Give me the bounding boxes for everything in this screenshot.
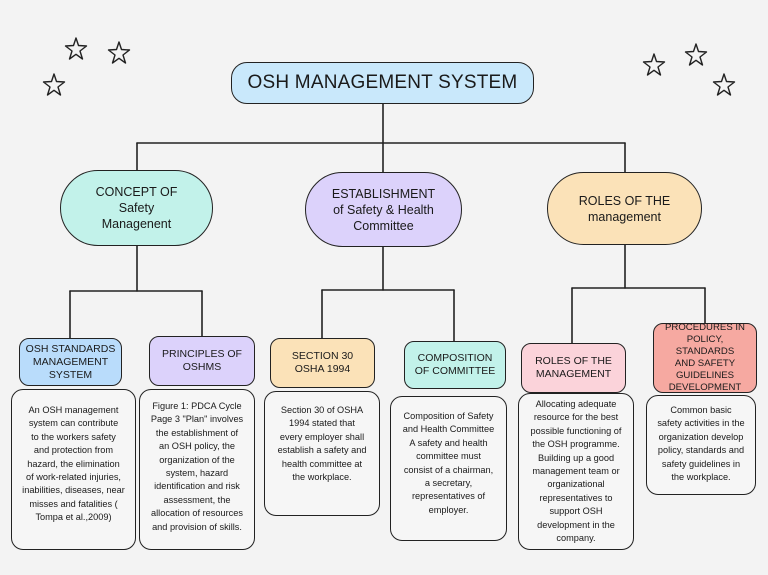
star-icon	[64, 37, 88, 60]
branch-node-establishment: ESTABLISHMENT of Safety & Health Committ…	[305, 172, 462, 247]
child-node-section-30: SECTION 30 OSHA 1994	[270, 338, 375, 388]
description-roles-management: Allocating adequate resource for the bes…	[518, 393, 634, 550]
main-title: OSH MANAGEMENT SYSTEM	[247, 72, 518, 93]
star-icon	[712, 73, 736, 96]
star-icon	[107, 41, 131, 64]
star-icon	[42, 73, 66, 96]
child-node-procedures: PROCEDURES IN POLICY, STANDARDS AND SAFE…	[653, 322, 757, 393]
star-icon	[684, 43, 708, 66]
main-title-node: OSH MANAGEMENT SYSTEM	[231, 62, 534, 104]
branch-node-concept: CONCEPT OF Safety Managenent	[60, 170, 213, 246]
child-node-osh-standards: OSH STANDARDS MANAGEMENT SYSTEM	[19, 338, 122, 386]
description-procedures: Common basic safety activities in the or…	[646, 395, 756, 495]
child-node-composition: COMPOSITION OF COMMITTEE	[404, 341, 506, 389]
star-icon	[642, 53, 666, 76]
child-node-roles-management: ROLES OF THE MANAGEMENT	[521, 343, 626, 393]
description-osh-standards: An OSH management system can contribute …	[11, 389, 136, 550]
description-principles: Figure 1: PDCA Cycle Page 3 "Plan" invol…	[139, 389, 255, 550]
child-node-principles: PRINCIPLES OF OSHMS	[149, 336, 255, 386]
branch-node-roles: ROLES OF THE management	[547, 172, 702, 245]
description-section-30: Section 30 of OSHA 1994 stated that ever…	[264, 391, 380, 516]
description-composition: Composition of Safety and Health Committ…	[390, 396, 507, 541]
